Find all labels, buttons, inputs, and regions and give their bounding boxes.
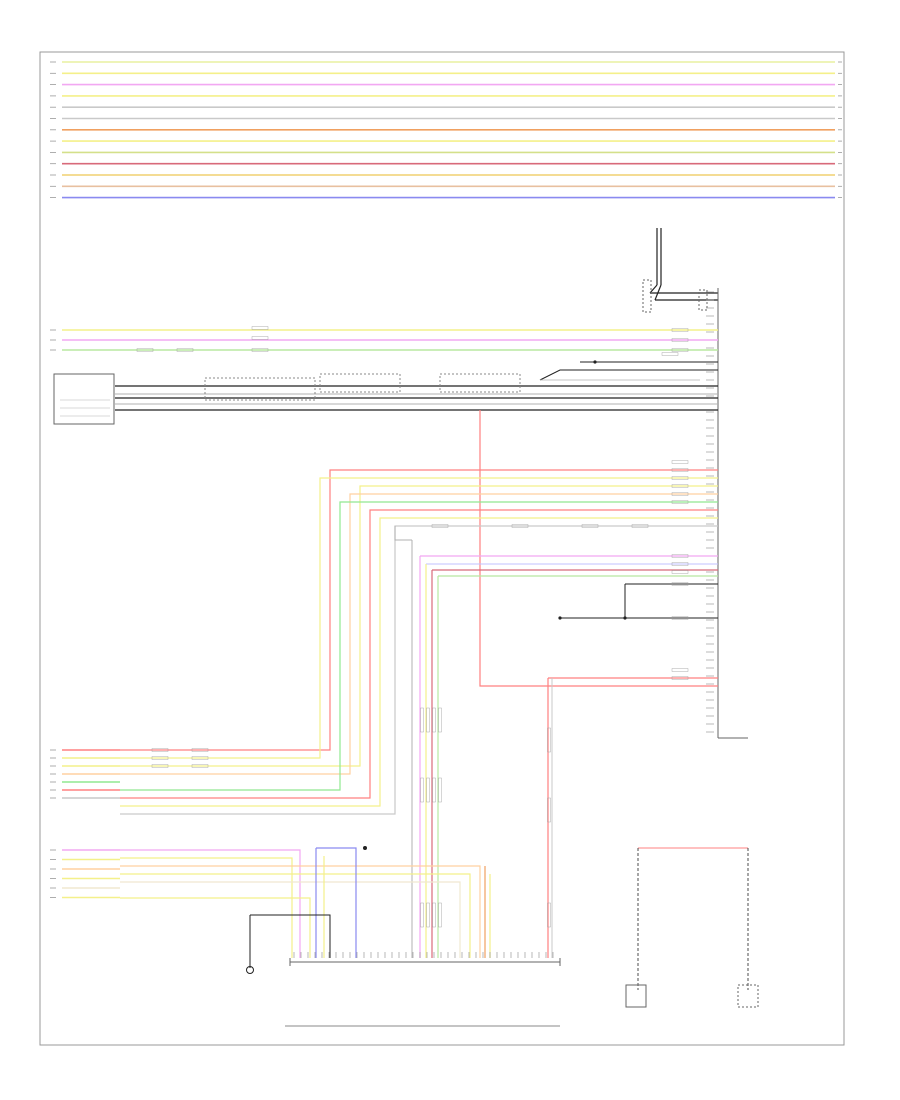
wire-label-marker — [671, 348, 689, 352]
harness-label-marker — [432, 707, 436, 733]
harness-label-marker — [438, 777, 442, 803]
wire-label-marker — [176, 348, 194, 352]
wire-label-marker — [191, 764, 209, 768]
wire-label-marker — [136, 348, 154, 352]
harness-label-marker — [547, 797, 551, 823]
wire-label-marker — [671, 616, 689, 620]
wire-label-marker — [671, 676, 689, 680]
wire-label-marker — [671, 476, 689, 480]
harness-label-marker — [426, 777, 430, 803]
wire-label-marker — [151, 748, 169, 752]
riser-wires — [120, 469, 718, 815]
left-module-box — [53, 373, 115, 425]
wire-label-marker — [671, 668, 689, 672]
wire-label-marker — [671, 338, 689, 342]
harness-label-marker — [420, 777, 424, 803]
harness-label-marker — [547, 727, 551, 753]
harness-label-marker — [432, 777, 436, 803]
wire-label-marker — [671, 582, 689, 586]
harness-label-marker — [438, 707, 442, 733]
control-unit-box — [706, 288, 748, 739]
left-wire-group-3 — [50, 849, 120, 899]
diagram-frame — [39, 51, 845, 1046]
wire-label-marker — [581, 524, 599, 528]
wire-label-marker — [251, 326, 269, 330]
wire-label-marker — [251, 348, 269, 352]
wire-label-marker — [671, 562, 689, 566]
harness-label-marker — [547, 902, 551, 928]
left-wire-group-1 — [50, 329, 718, 351]
wire-label-marker — [191, 756, 209, 760]
left-wire-group-2 — [50, 749, 120, 799]
center-harness — [394, 526, 718, 958]
harness-label-marker — [438, 902, 442, 928]
small-markers — [136, 326, 689, 768]
bottom-risers — [120, 846, 491, 974]
ground-splice — [558, 360, 718, 620]
red-signal-wire — [479, 410, 718, 958]
wire-label-marker — [251, 336, 269, 340]
wire-label-marker — [511, 524, 529, 528]
wire-label-marker — [661, 352, 679, 356]
wire-label-marker — [671, 492, 689, 496]
wire-label-marker — [151, 764, 169, 768]
wire-label-marker — [431, 524, 449, 528]
wire-label-marker — [671, 570, 689, 574]
harness-label-marker — [432, 902, 436, 928]
harness-label-marker — [420, 707, 424, 733]
top-bus-pin-labels — [50, 61, 842, 199]
top-wire-bus — [62, 61, 835, 199]
wire-label-marker — [671, 328, 689, 332]
wire-label-marker — [671, 484, 689, 488]
wire-label-marker — [671, 500, 689, 504]
wire-label-marker — [671, 468, 689, 472]
wire-label-marker — [191, 748, 209, 752]
module-signal-wires — [115, 369, 718, 411]
harness-label-marker — [426, 707, 430, 733]
wire-label-marker — [671, 554, 689, 558]
wire-label-marker — [631, 524, 649, 528]
bottom-connector — [285, 952, 561, 1027]
wire-label-marker — [151, 756, 169, 760]
wire-label-marker — [671, 460, 689, 464]
antenna-connector — [642, 228, 718, 313]
bottom-right-components — [625, 847, 759, 1008]
harness-label-marker — [420, 902, 424, 928]
harness-label-marker — [426, 902, 430, 928]
